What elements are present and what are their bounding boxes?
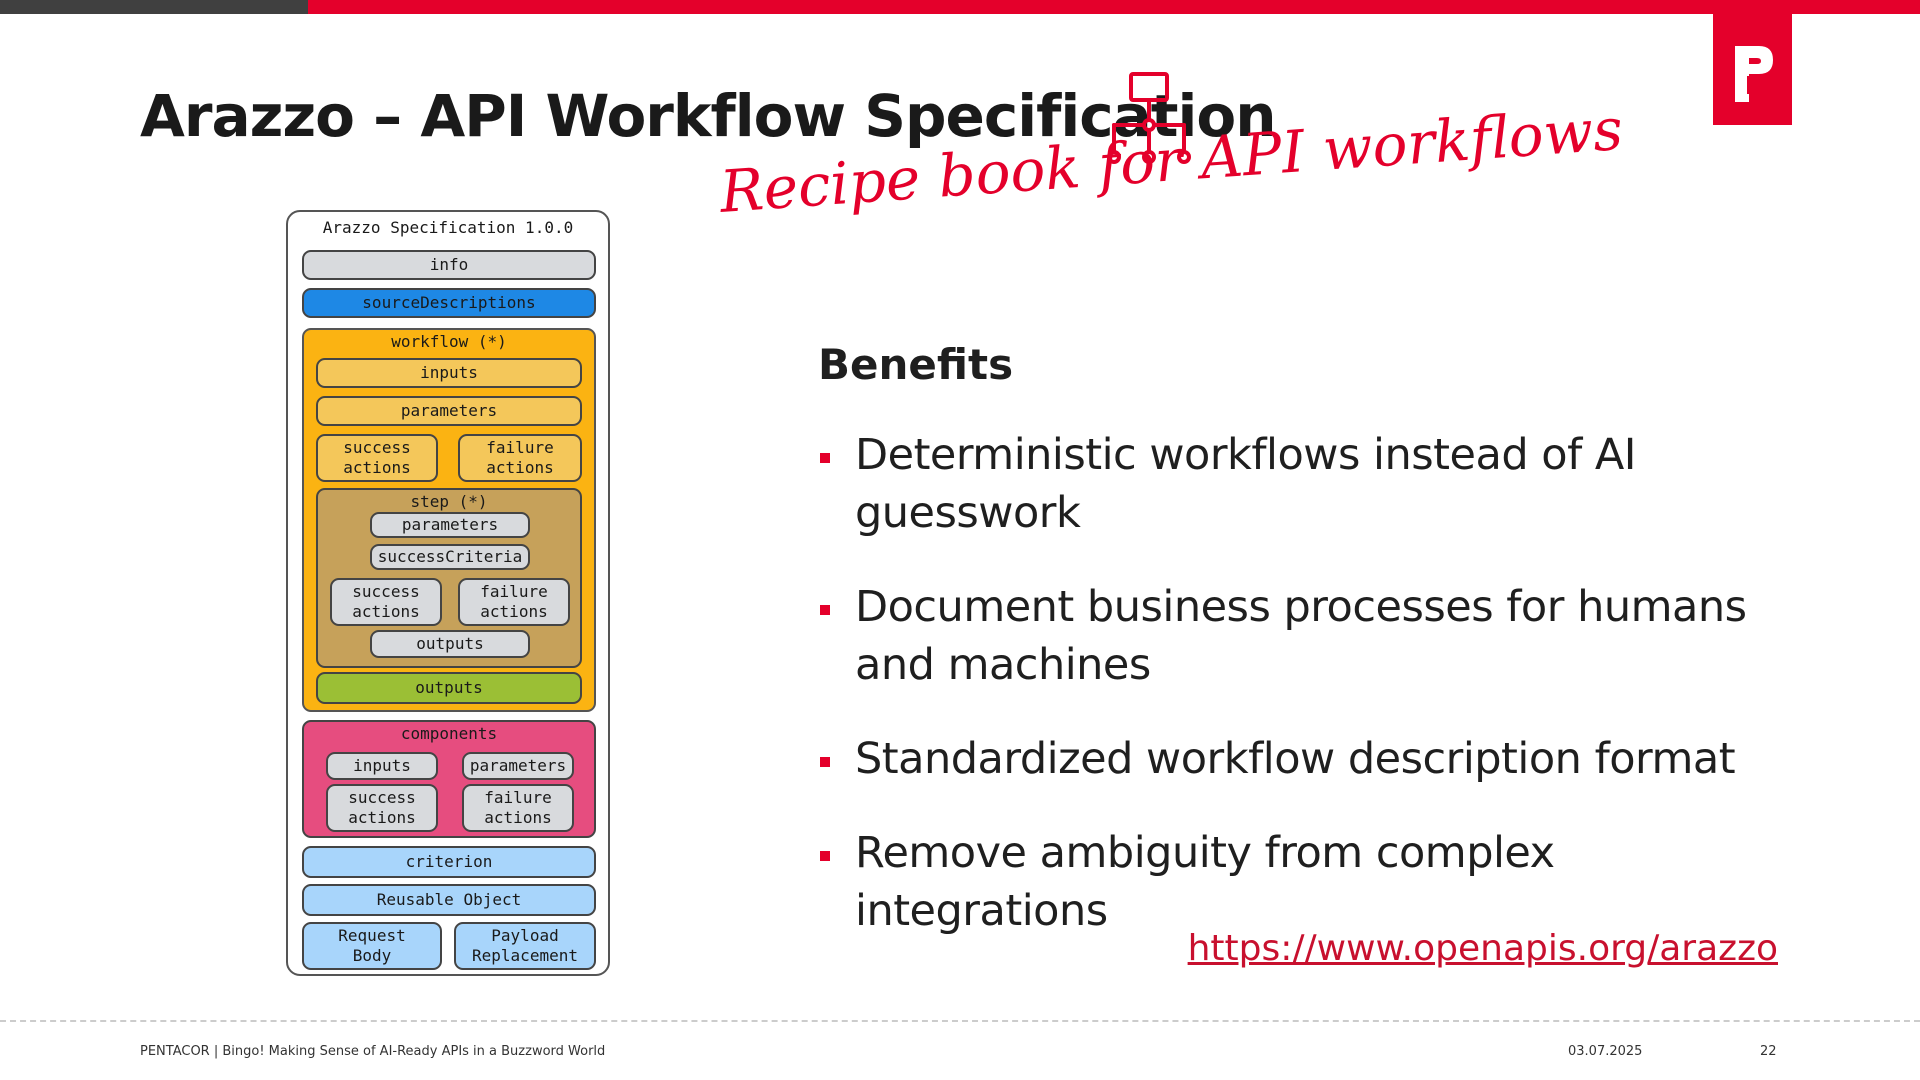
top-bar-dark [0,0,308,14]
page-title: Arazzo – API Workflow Specification [140,82,1276,150]
reusable-object-box: Reusable Object [302,884,596,916]
benefit-item: Document business processes for humans a… [818,578,1798,694]
bullet-marker [820,851,830,861]
step-parameters-box: parameters [370,512,530,538]
bullet-marker [820,757,830,767]
source-descriptions-box: sourceDescriptions [302,288,596,318]
footer-text: PENTACOR | Bingo! Making Sense of AI-Rea… [140,1044,606,1059]
bullet-marker [820,453,830,463]
workflow-success-actions-box: success actions [316,434,438,482]
step-success-criteria-box: successCriteria [370,544,530,570]
step-failure-actions-box: failure actions [458,578,570,626]
arazzo-link[interactable]: https://www.openapis.org/arazzo [1187,928,1778,969]
components-inputs-box: inputs [326,752,438,780]
bullet-marker [820,605,830,615]
workflow-parameters-box: parameters [316,396,582,426]
benefits-list: Deterministic workflows instead of AI gu… [818,426,1798,976]
pentacor-logo [1713,14,1792,125]
benefits-heading: Benefits [818,340,1014,389]
step-success-actions-box: success actions [330,578,442,626]
step-outputs-box: outputs [370,630,530,658]
request-body-box: Request Body [302,922,442,970]
workflow-label: workflow (*) [391,332,507,351]
components-failure-actions-box: failure actions [462,784,574,832]
benefit-text: Remove ambiguity from complex integratio… [855,828,1555,936]
components-success-actions-box: success actions [326,784,438,832]
benefit-text: Deterministic workflows instead of AI gu… [855,430,1637,538]
page-number: 22 [1760,1044,1777,1059]
workflow-inputs-box: inputs [316,358,582,388]
workflow-failure-actions-box: failure actions [458,434,582,482]
benefit-item: Standardized workflow description format [818,730,1798,788]
criterion-box: criterion [302,846,596,878]
info-box: info [302,250,596,280]
arazzo-spec-diagram: Arazzo Specification 1.0.0 info sourceDe… [286,210,610,976]
payload-replacement-box: Payload Replacement [454,922,596,970]
workflow-outputs-box: outputs [316,672,582,704]
top-bar-accent [308,0,1920,14]
components-label: components [400,724,498,743]
benefit-text: Document business processes for humans a… [855,582,1747,690]
benefit-item: Deterministic workflows instead of AI gu… [818,426,1798,542]
benefit-text: Standardized workflow description format [855,734,1736,784]
workflow-hierarchy-icon [1100,68,1200,173]
benefit-item: Remove ambiguity from complex integratio… [818,824,1798,940]
footer-divider [0,1020,1920,1022]
components-parameters-box: parameters [462,752,574,780]
step-label: step (*) [410,492,488,511]
footer-date: 03.07.2025 [1568,1044,1643,1059]
diagram-heading: Arazzo Specification 1.0.0 [322,218,574,237]
